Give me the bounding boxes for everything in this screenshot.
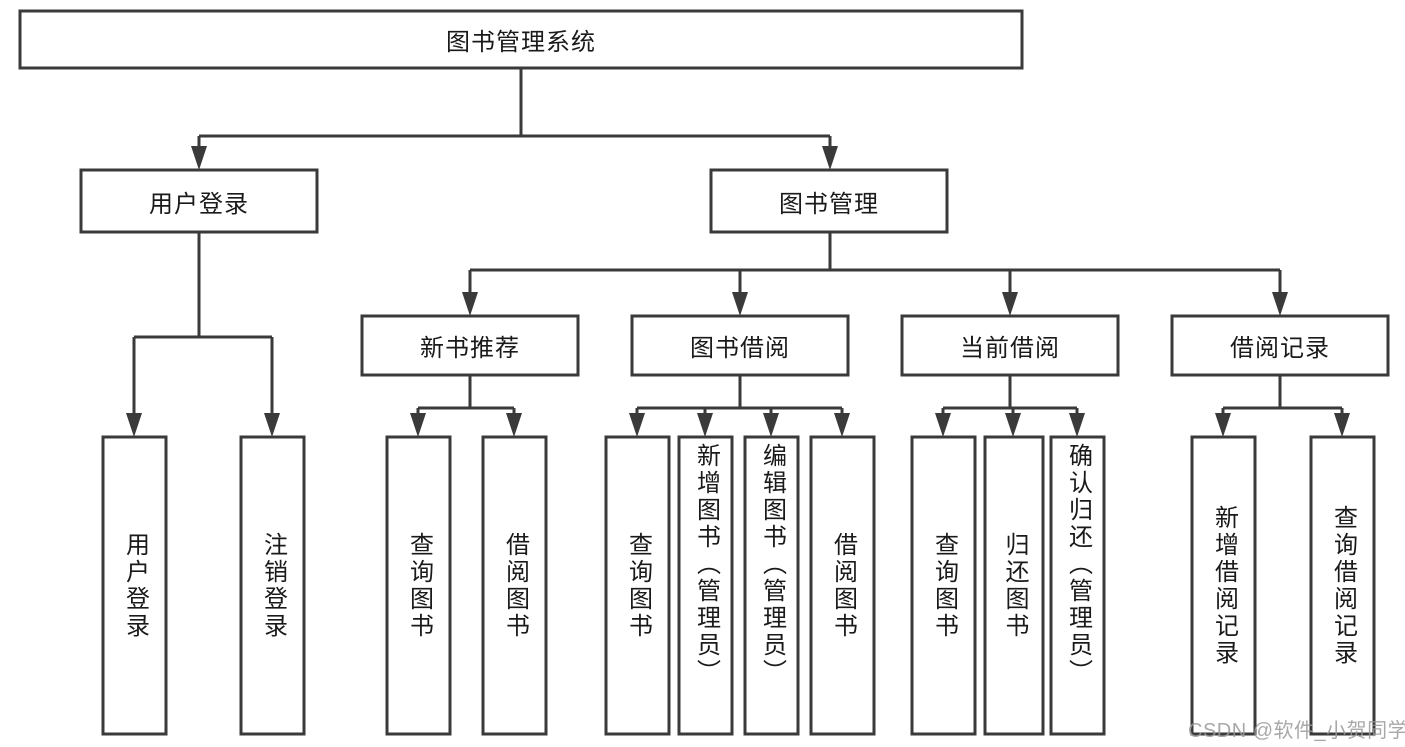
node-leaf-add-borrow-record[interactable] xyxy=(1190,435,1257,736)
node-leaf-borrow-book-1[interactable] xyxy=(481,435,548,736)
node-leaf-user-login[interactable] xyxy=(101,435,168,736)
arrowhead-leaf-add-book-admin xyxy=(697,413,713,437)
arrowhead-leaf-return-book xyxy=(1005,413,1021,437)
arrowhead-leaf-edit-book-admin xyxy=(763,413,779,437)
node-root[interactable] xyxy=(18,9,1024,70)
node-leaf-query-book-3[interactable] xyxy=(910,435,977,736)
connector-layer xyxy=(126,68,1350,437)
arrowhead-leaf-query-book-2 xyxy=(629,413,645,437)
arrowhead-leaf-logout-login xyxy=(264,413,280,437)
node-leaf-logout-login[interactable] xyxy=(239,435,306,736)
arrowhead-user-login xyxy=(191,146,207,170)
node-leaf-query-book-2[interactable] xyxy=(604,435,671,736)
arrowhead-leaf-borrow-book-2 xyxy=(834,413,850,437)
arrowhead-leaf-query-borrow-record xyxy=(1334,413,1350,437)
node-book-borrow[interactable] xyxy=(630,314,850,377)
arrowhead-borrow-record xyxy=(1272,292,1288,316)
arrowhead-leaf-add-borrow-record xyxy=(1215,413,1231,437)
arrowhead-leaf-confirm-return-admin xyxy=(1069,413,1085,437)
node-leaf-query-book-1[interactable] xyxy=(385,435,452,736)
node-borrow-record[interactable] xyxy=(1170,314,1390,377)
node-leaf-borrow-book-2[interactable] xyxy=(809,435,876,736)
arrowhead-book-management xyxy=(822,146,838,170)
arrowhead-current-borrow xyxy=(1002,292,1018,316)
node-leaf-query-borrow-record[interactable] xyxy=(1309,435,1376,736)
arrowhead-new-book-recommend xyxy=(462,292,478,316)
node-leaf-add-book-admin[interactable] xyxy=(677,435,734,736)
node-layer xyxy=(18,9,1390,736)
node-book-management[interactable] xyxy=(709,168,949,234)
node-leaf-confirm-return-admin[interactable] xyxy=(1049,435,1106,736)
arrowhead-leaf-query-book-1 xyxy=(410,413,426,437)
node-user-login[interactable] xyxy=(79,168,319,234)
node-leaf-edit-book-admin[interactable] xyxy=(743,435,800,736)
node-leaf-return-book[interactable] xyxy=(983,435,1045,736)
arrowhead-leaf-borrow-book-1 xyxy=(506,413,522,437)
node-current-borrow[interactable] xyxy=(900,314,1120,377)
arrowhead-book-borrow xyxy=(732,292,748,316)
arrowhead-leaf-query-book-3 xyxy=(935,413,951,437)
csdn-watermark: CSDN @软件_小贺同学 xyxy=(1188,720,1405,742)
arrowhead-leaf-user-login xyxy=(126,413,142,437)
node-new-book-recommend[interactable] xyxy=(360,314,580,377)
